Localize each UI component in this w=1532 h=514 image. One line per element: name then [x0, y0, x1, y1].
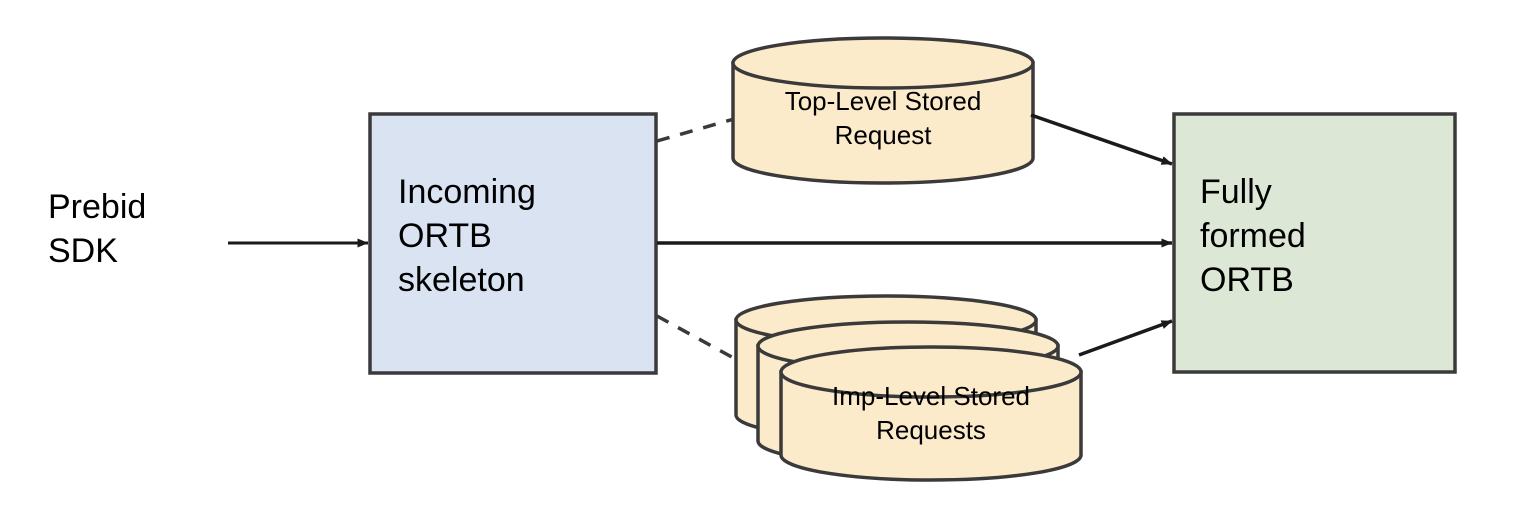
- edge-incoming-to-imp-level: [656, 314, 740, 363]
- edge-incoming-to-top-level: [656, 117, 735, 143]
- imp-level-cylinder-front: [779, 345, 1083, 482]
- incoming-ortb-skeleton-box[interactable]: [368, 112, 658, 375]
- edge-imp-level-to-output: [1078, 319, 1173, 357]
- edge-top-level-to-output: [1030, 113, 1173, 166]
- imp-level-stored-requests-cylinder-stack[interactable]: [734, 294, 1083, 482]
- top-level-stored-request-cylinder[interactable]: [731, 36, 1035, 185]
- fully-formed-ortb-box[interactable]: [1172, 112, 1457, 374]
